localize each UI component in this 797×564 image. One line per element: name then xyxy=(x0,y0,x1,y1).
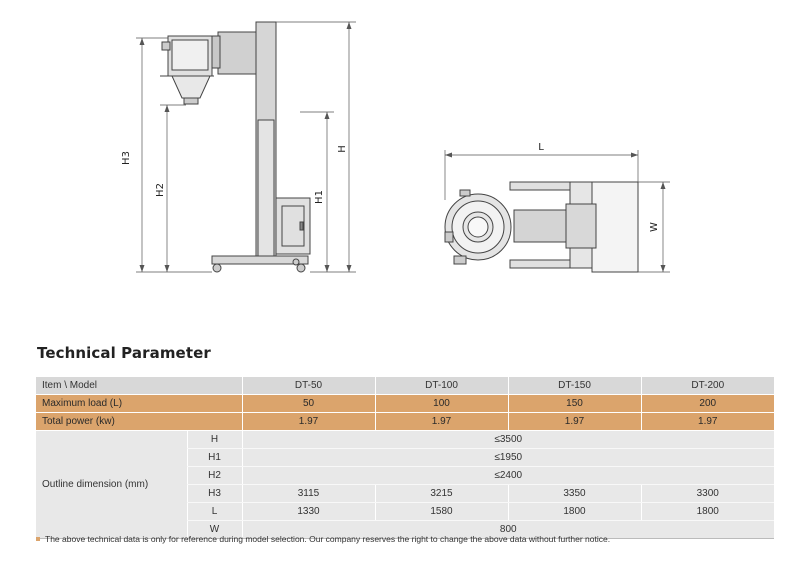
technical-drawing: H3 H2 H1 H L W xyxy=(121,21,670,273)
dimension-key: L xyxy=(186,502,242,521)
header-model: DT-200 xyxy=(640,377,774,395)
table-cell: 100 xyxy=(374,394,508,413)
dimension-key: H xyxy=(186,430,242,449)
table-cell: 200 xyxy=(640,394,774,413)
dimension-key: H2 xyxy=(186,466,242,485)
table-header-row: Item \ Model DT-50 DT-100 DT-150 DT-200 xyxy=(36,377,774,395)
row-label: Maximum load (L) xyxy=(36,394,242,413)
dimension-key: W xyxy=(186,520,242,539)
dim-label-h2: H2 xyxy=(155,183,166,197)
table-cell: 1.97 xyxy=(507,412,641,431)
table-row-l: L 1330 1580 1800 1800 xyxy=(36,502,774,521)
footnote-text: The above technical data is only for ref… xyxy=(45,534,611,544)
table-cell: ≤3500 xyxy=(241,430,774,449)
table-cell: 1330 xyxy=(241,502,375,521)
table-row-total-power: Total power (kw) 1.97 1.97 1.97 1.97 xyxy=(36,412,774,431)
table-cell: 3115 xyxy=(241,484,375,503)
table-row-h3: H3 3115 3215 3350 3300 xyxy=(36,484,774,503)
spec-table: Item \ Model DT-50 DT-100 DT-150 DT-200 … xyxy=(36,377,774,539)
dim-label-w: W xyxy=(649,222,660,232)
table-cell: 3215 xyxy=(374,484,508,503)
dim-label-l: L xyxy=(538,142,544,153)
header-model: DT-100 xyxy=(374,377,508,395)
dimension-key: H3 xyxy=(186,484,242,503)
table-cell: 50 xyxy=(241,394,375,413)
header-model: DT-50 xyxy=(241,377,375,395)
footnote: The above technical data is only for ref… xyxy=(36,534,610,544)
table-cell: 150 xyxy=(507,394,641,413)
table-cell: 1580 xyxy=(374,502,508,521)
section-title: Technical Parameter xyxy=(37,344,211,362)
table-cell: 800 xyxy=(241,520,774,539)
table-row-h: Outline dimension (mm) H ≤3500 xyxy=(36,430,774,539)
header-model: DT-150 xyxy=(507,377,641,395)
table-cell: 1800 xyxy=(507,502,641,521)
table-cell: 3300 xyxy=(640,484,774,503)
row-label: Total power (kw) xyxy=(36,412,242,431)
bullet-icon xyxy=(36,537,40,541)
table-row-h1: H1 ≤1950 xyxy=(36,448,774,467)
table-cell: ≤2400 xyxy=(241,466,774,485)
dim-label-h: H xyxy=(337,145,348,153)
table-row-h2: H2 ≤2400 xyxy=(36,466,774,485)
table-cell: 3350 xyxy=(507,484,641,503)
table-row-w: W 800 xyxy=(36,520,774,539)
table-cell: 1800 xyxy=(640,502,774,521)
header-item: Item \ Model xyxy=(36,377,242,395)
dim-label-h3: H3 xyxy=(121,151,132,165)
table-cell: 1.97 xyxy=(374,412,508,431)
table-cell: ≤1950 xyxy=(241,448,774,467)
table-cell: 1.97 xyxy=(640,412,774,431)
table-row-max-load: Maximum load (L) 50 100 150 200 xyxy=(36,394,774,413)
dimension-key: H1 xyxy=(186,448,242,467)
outline-dimension-label: Outline dimension (mm) xyxy=(36,430,187,539)
dim-label-h1: H1 xyxy=(314,190,325,204)
table-cell: 1.97 xyxy=(241,412,375,431)
